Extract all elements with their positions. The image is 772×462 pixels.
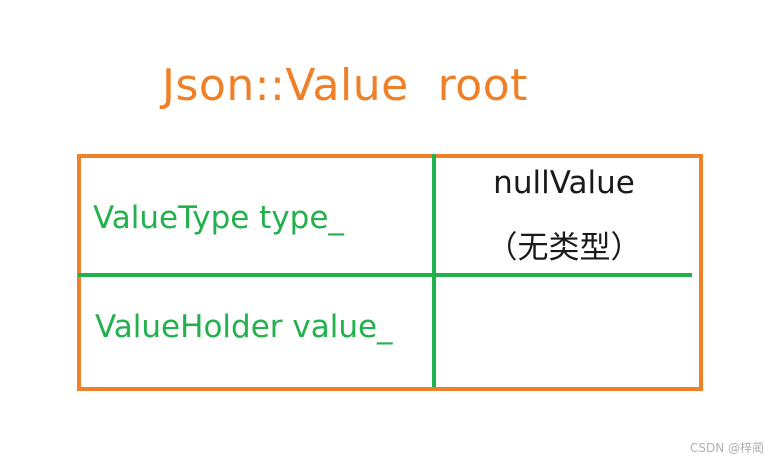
column-divider — [432, 154, 436, 387]
watermark: CSDN @梓蔺 — [689, 441, 764, 455]
value-field-label: ValueHolder value_ — [95, 309, 393, 345]
diagram-title: Json::Value root — [162, 60, 528, 111]
type-field-note: （无类型） — [486, 230, 642, 266]
row-divider — [78, 273, 692, 277]
type-field-label: ValueType type_ — [93, 200, 344, 236]
struct-outline — [77, 154, 703, 391]
type-field-value: nullValue — [493, 165, 635, 201]
